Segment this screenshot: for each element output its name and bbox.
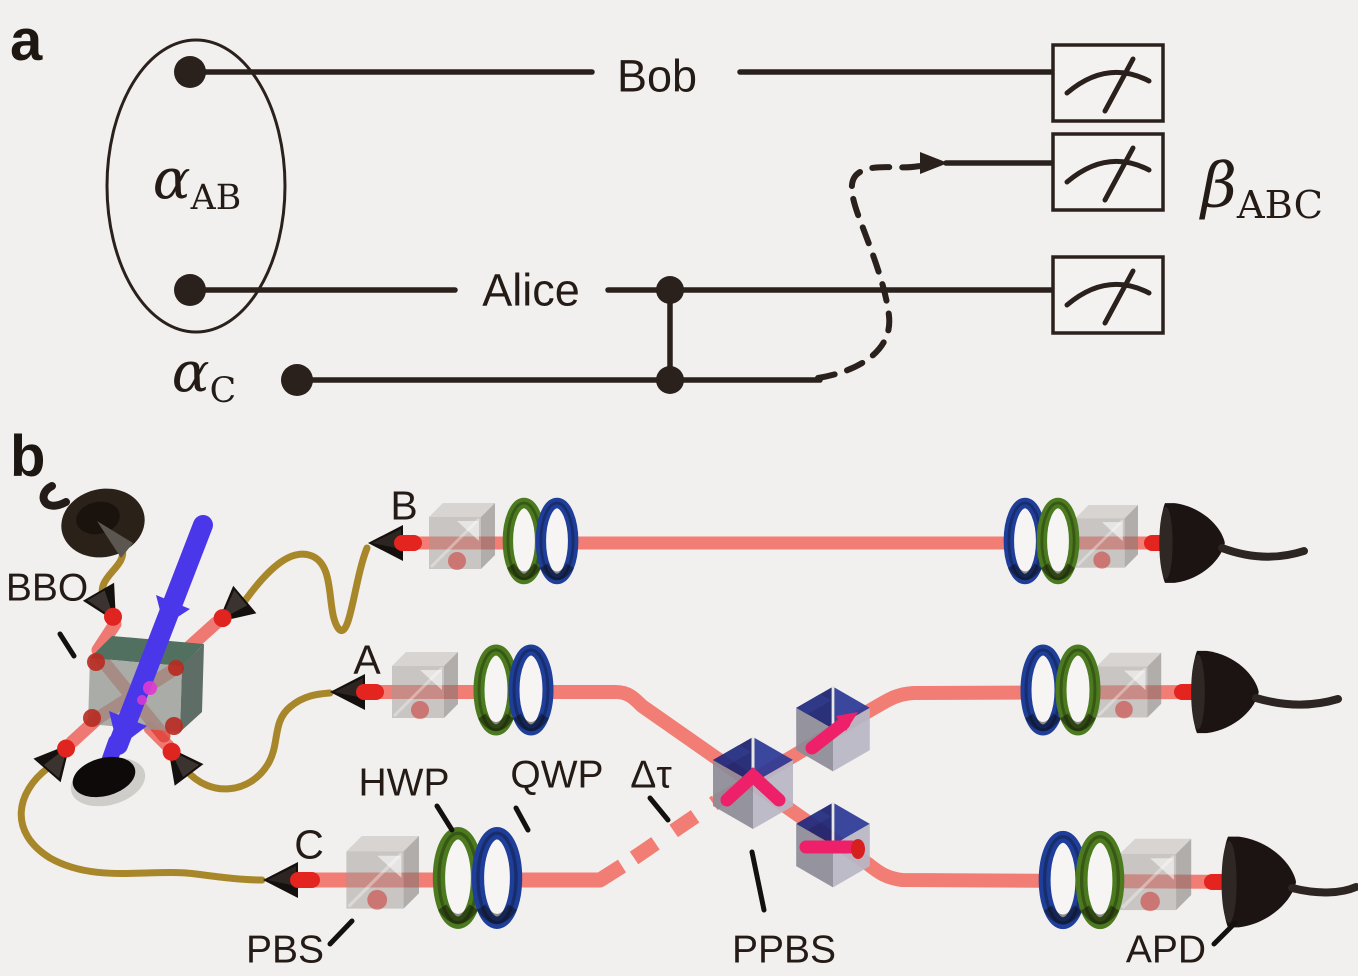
panel-a-schematic	[105, 38, 1163, 396]
hwp-ring	[439, 833, 477, 923]
pbs-cube	[1095, 651, 1163, 720]
arrowhead-icon	[920, 152, 948, 174]
meter-icon-alice	[1053, 257, 1163, 333]
hwp-ring	[1042, 503, 1074, 579]
bbo-label: BBO	[5, 566, 89, 610]
panel-a-label: a	[10, 8, 43, 73]
qwp-ring	[514, 650, 548, 730]
beam-dump	[70, 756, 146, 807]
apd-detector	[1159, 503, 1225, 583]
apd-detector	[1221, 836, 1297, 928]
pbs-label: PBS	[245, 928, 325, 972]
pbs-cube	[1073, 503, 1140, 571]
panel-b-setup	[17, 482, 1358, 947]
input-state-label: αC	[171, 340, 237, 411]
alice-wire	[174, 274, 1056, 306]
ancilla-wire	[281, 276, 823, 396]
fiber-spool	[61, 488, 145, 558]
pbs-cube	[427, 501, 497, 572]
fiber-mode-c	[17, 764, 266, 884]
beam-cap	[851, 839, 865, 859]
delay-label: Δτ	[630, 753, 672, 797]
qwp-label: QWP	[510, 753, 604, 797]
detector-cables	[1218, 544, 1358, 897]
pump-arrowhead-icon	[156, 595, 190, 626]
crystal-beam-spots	[83, 653, 184, 735]
ppbs-beam-highlights	[720, 716, 859, 854]
joint-measurement-label: βABC	[1201, 148, 1323, 229]
hwp-ring	[1061, 650, 1095, 730]
panel-b-label: b	[10, 424, 46, 489]
mode-a-label: A	[353, 636, 381, 683]
pbs-cube	[344, 834, 421, 912]
beam-tips	[290, 535, 1234, 890]
fiber-mode-b	[240, 544, 371, 634]
fiber-spool-tail	[39, 482, 70, 510]
meter-icon-bob	[1053, 45, 1163, 121]
ppbs-label: PPBS	[731, 928, 837, 972]
fiber-mode-a	[182, 689, 334, 793]
bob-label: Bob	[616, 50, 698, 102]
pbs-cube	[390, 650, 460, 721]
apd-label: APD	[1125, 928, 1207, 972]
mode-c-label: C	[294, 821, 324, 868]
hwp-label: HWP	[358, 761, 450, 805]
qwp-ring	[1026, 650, 1060, 730]
hwp-ring	[479, 650, 513, 730]
meter-icon-joint	[1053, 134, 1163, 210]
pbs-cube	[1118, 837, 1193, 913]
alice-label: Alice	[482, 264, 580, 316]
qwp-ring	[478, 833, 516, 923]
beam-delay-dashed	[629, 795, 721, 865]
entangled-pair-ellipse	[105, 38, 287, 334]
qwp-ring	[1009, 503, 1041, 579]
label-pointers	[57, 631, 1238, 947]
hwp-ring	[508, 503, 540, 579]
qwp-ring	[541, 503, 573, 579]
hwp-ring	[1082, 837, 1119, 923]
beam-mode-c-out	[712, 685, 1211, 809]
optical-fibers	[17, 482, 371, 884]
apd-detector	[1191, 650, 1259, 734]
feed-forward-path	[815, 152, 1056, 381]
crimson-arrowhead-icon	[836, 712, 858, 731]
mode-b-label: B	[390, 482, 418, 529]
pair-state-label: αAB	[152, 147, 242, 218]
bob-wire	[174, 56, 1056, 88]
